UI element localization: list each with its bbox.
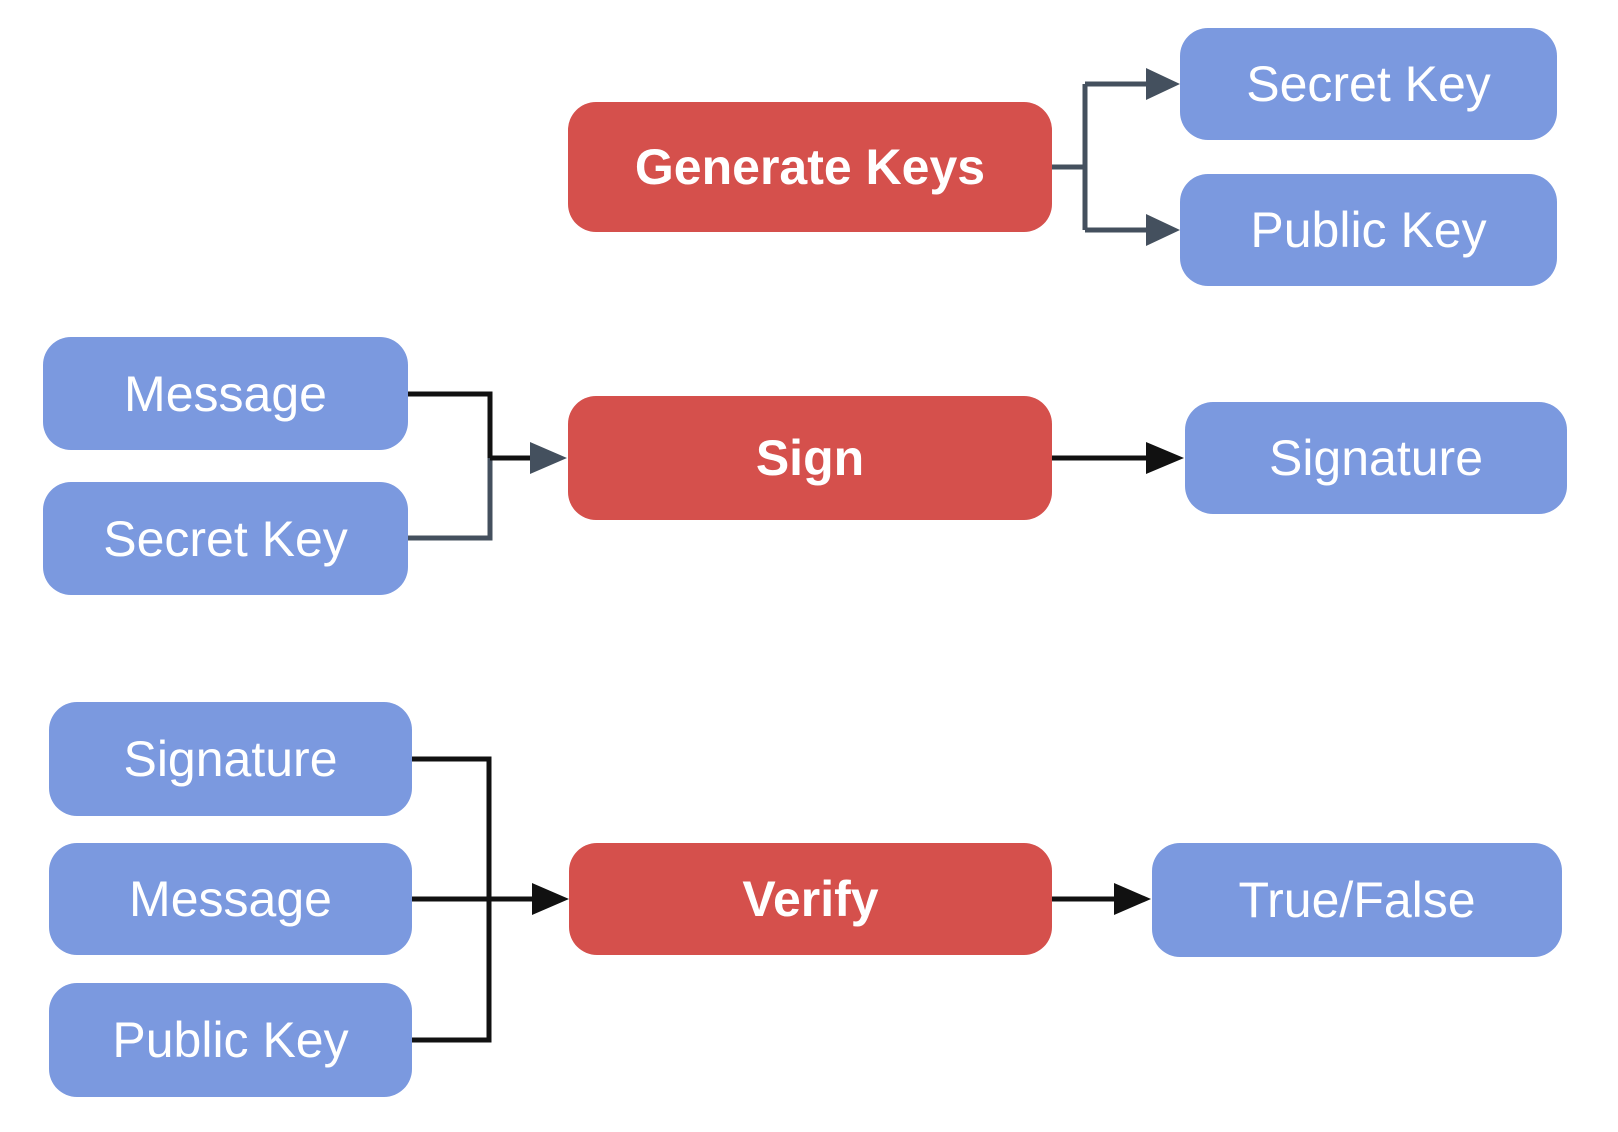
node-message-sign-input: Message <box>43 337 408 450</box>
connector-sign-inputs <box>408 391 567 541</box>
arrowhead-to-secret-key <box>1146 68 1180 100</box>
node-public-key-verify-input: Public Key <box>49 983 412 1097</box>
arrowhead-to-verify <box>532 883 569 915</box>
arrowhead-to-signature <box>1146 442 1184 474</box>
edge-secret-key-to-sign <box>408 458 493 541</box>
arrowhead-to-sign <box>530 442 567 474</box>
arrowhead-to-public-key <box>1146 214 1180 246</box>
node-secret-key-output: Secret Key <box>1180 28 1557 140</box>
arrowhead-to-true-false <box>1114 883 1151 915</box>
edge-signature-to-verify <box>412 756 492 899</box>
node-public-key-output: Public Key <box>1180 174 1557 286</box>
edge-message-to-sign <box>408 391 493 458</box>
node-signature-verify-input: Signature <box>49 702 412 816</box>
connector-generate-keys-outputs <box>1052 68 1180 246</box>
node-signature-output: Signature <box>1185 402 1567 514</box>
node-true-false: True/False <box>1152 843 1562 957</box>
connector-sign-to-signature <box>1052 442 1184 474</box>
node-message-verify-input: Message <box>49 843 412 955</box>
node-generate-keys: Generate Keys <box>568 102 1052 232</box>
edge-public-key-to-verify <box>412 899 492 1043</box>
connector-verify-inputs <box>412 756 569 1043</box>
connector-verify-to-true-false <box>1052 883 1151 915</box>
node-secret-key-sign-input: Secret Key <box>43 482 408 595</box>
node-sign: Sign <box>568 396 1052 520</box>
node-verify: Verify <box>569 843 1052 955</box>
